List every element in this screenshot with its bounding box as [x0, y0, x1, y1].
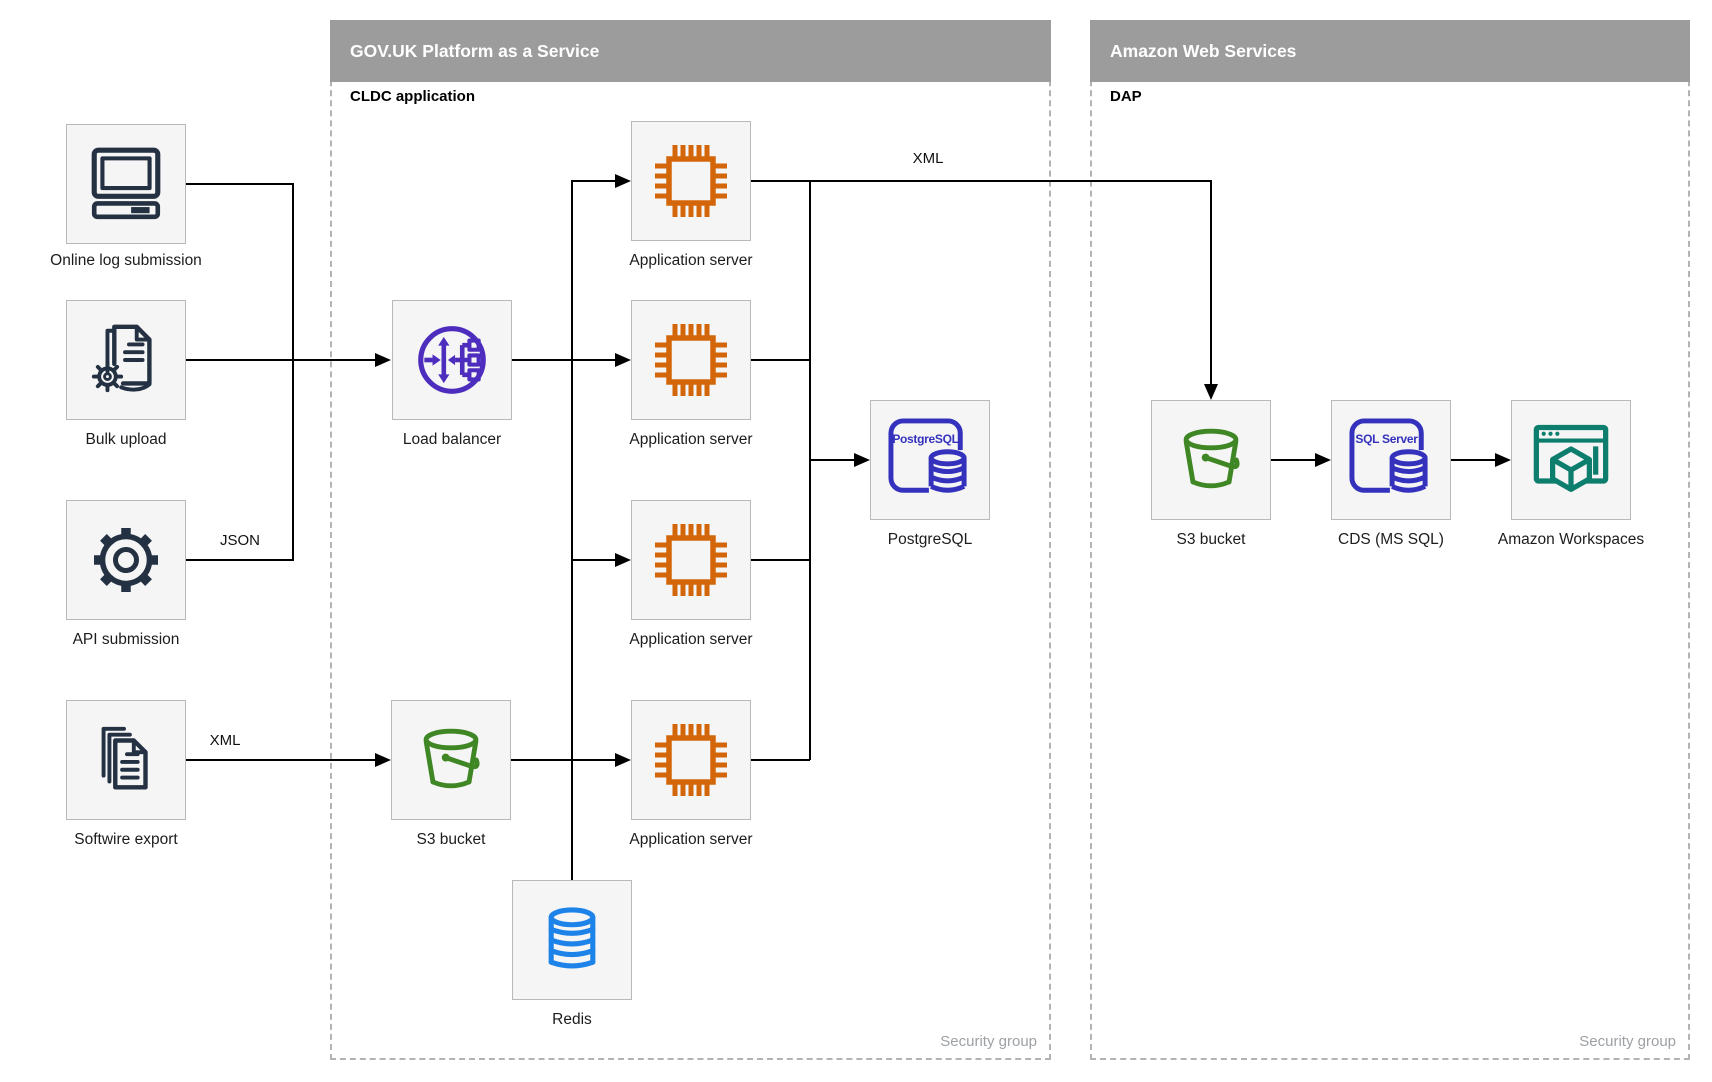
arrowhead-into-s3-aws: [1204, 384, 1218, 400]
node-label-bulk-upload: Bulk upload: [85, 431, 167, 448]
node-online-log-submission: [66, 124, 186, 244]
container-aws: Amazon Web Services DAP Security group: [1090, 20, 1690, 1060]
node-label-softwire-export: Softwire export: [74, 831, 178, 848]
arrowhead-into-postgresql: [854, 453, 870, 467]
node-app-server-1: [631, 121, 751, 241]
gear-icon: [86, 520, 166, 600]
connector-app4-out: [751, 759, 810, 761]
arrowhead-into-app4: [615, 753, 631, 767]
paas-header: GOV.UK Platform as a Service: [330, 20, 1051, 82]
connector-bulk-to-lb: [186, 359, 377, 361]
connector-online-log-out: [186, 183, 294, 185]
aws-sublabel: DAP: [1110, 88, 1142, 105]
connector-app2-out: [751, 359, 810, 361]
s3-bucket-icon: [1172, 421, 1250, 499]
arrowhead-into-app1: [615, 174, 631, 188]
arrowhead-into-load-balancer: [375, 353, 391, 367]
node-redis: [512, 880, 632, 1000]
chip-icon: [651, 720, 731, 800]
connector-to-postgresql: [810, 459, 856, 461]
chip-icon: [651, 320, 731, 400]
connector-api-out: [186, 559, 294, 561]
document-gear-icon: [87, 321, 165, 399]
connector-xml-down-to-s3aws: [1210, 180, 1212, 386]
connector-online-log-down: [292, 183, 294, 561]
node-label-app-server-1: Application server: [629, 252, 753, 269]
sql-server-database-icon: [1347, 416, 1435, 504]
container-paas: GOV.UK Platform as a Service CLDC applic…: [330, 20, 1051, 1060]
node-label-app-server-2: Application server: [629, 431, 753, 448]
paas-security-group-label: Security group: [940, 1033, 1037, 1050]
edge-label-xml-appserver: XML: [912, 150, 944, 167]
node-label-s3-aws: S3 bucket: [1176, 531, 1246, 548]
arrowhead-into-workspaces: [1495, 453, 1511, 467]
connector-s3aws-to-cds: [1271, 459, 1317, 461]
connector-softwire-to-s3: [186, 759, 377, 761]
sql-server-badge-text: SQL Server: [1355, 432, 1418, 446]
redis-database-icon: [535, 903, 609, 977]
connector-s3paas-out: [511, 759, 617, 761]
aws-header: Amazon Web Services: [1090, 20, 1690, 82]
paas-title: GOV.UK Platform as a Service: [350, 40, 600, 61]
arrowhead-into-s3-paas: [375, 753, 391, 767]
aws-security-group-label: Security group: [1579, 1033, 1676, 1050]
postgresql-database-icon: [886, 416, 974, 504]
browser-cube-icon: [1529, 418, 1613, 502]
edge-label-json: JSON: [219, 532, 260, 549]
connector-collector-vertical: [809, 180, 811, 760]
node-app-server-4: [631, 700, 751, 820]
arrowhead-into-app3: [615, 553, 631, 567]
connector-app1-to-aws: [751, 180, 1211, 182]
connector-feed-row3: [572, 559, 617, 561]
arrowhead-into-cds: [1315, 453, 1331, 467]
node-label-app-server-3: Application server: [629, 631, 753, 648]
node-label-load-balancer: Load balancer: [402, 431, 502, 448]
edge-label-xml-softwire: XML: [209, 732, 241, 749]
aws-title: Amazon Web Services: [1110, 40, 1297, 61]
node-app-server-2: [631, 300, 751, 420]
arrowhead-into-app2: [615, 353, 631, 367]
s3-bucket-icon: [412, 721, 490, 799]
connector-cds-to-workspaces: [1451, 459, 1497, 461]
node-label-s3-paas: S3 bucket: [416, 831, 486, 848]
node-label-postgresql: PostgreSQL: [887, 531, 973, 548]
desktop-computer-icon: [85, 143, 167, 225]
connector-app3-out: [751, 559, 810, 561]
documents-stack-icon: [87, 721, 165, 799]
node-softwire-export: [66, 700, 186, 820]
node-label-online-log: Online log submission: [50, 252, 202, 269]
node-label-api-submission: API submission: [72, 631, 180, 648]
load-balancer-icon: [411, 319, 493, 401]
node-label-workspaces: Amazon Workspaces: [1497, 531, 1645, 548]
postgresql-badge-text: PostgreSQL: [892, 432, 959, 446]
chip-icon: [651, 520, 731, 600]
connector-feed-row1: [572, 180, 617, 182]
node-label-app-server-4: Application server: [629, 831, 753, 848]
node-app-server-3: [631, 500, 751, 620]
connector-feed-vertical: [571, 180, 573, 880]
chip-icon: [651, 141, 731, 221]
paas-sublabel: CLDC application: [350, 88, 476, 105]
node-label-cds: CDS (MS SQL): [1338, 531, 1444, 548]
connector-lb-out: [512, 359, 617, 361]
node-label-redis: Redis: [552, 1011, 592, 1028]
